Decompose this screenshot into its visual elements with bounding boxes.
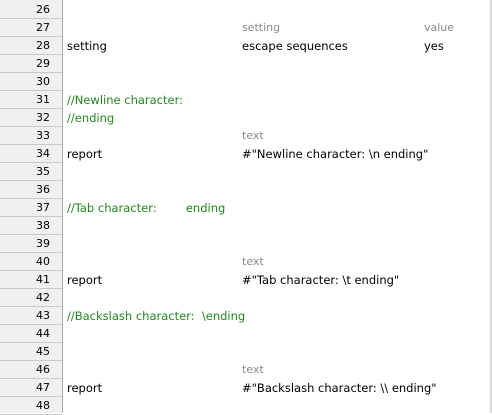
code-line[interactable]: text [63, 361, 492, 379]
argument-value[interactable]: #"Tab character: \t ending" [242, 273, 400, 287]
gutter-separator [0, 306, 62, 307]
line-number: 44 [36, 327, 50, 340]
code-line[interactable]: report #"Newline character: \n ending" [63, 145, 492, 163]
gutter-separator [0, 144, 62, 145]
argument-value[interactable]: yes [424, 39, 444, 53]
gutter-separator [0, 234, 62, 235]
gutter-separator [0, 288, 62, 289]
argument-value[interactable]: #"Newline character: \n ending" [242, 147, 429, 161]
gutter-separator [0, 162, 62, 163]
editor-right-edge [490, 0, 492, 413]
code-line[interactable]: //Newline character: [63, 91, 492, 109]
code-line[interactable]: text [63, 253, 492, 271]
line-number: 43 [36, 309, 50, 322]
code-line[interactable]: text [63, 127, 492, 145]
command-keyword[interactable]: report [67, 147, 103, 161]
code-line[interactable] [63, 217, 492, 235]
line-number: 38 [36, 219, 50, 232]
argument-value[interactable]: escape sequences [242, 39, 348, 53]
code-line[interactable] [63, 343, 492, 361]
line-number: 36 [36, 183, 50, 196]
gutter-separator [0, 270, 62, 271]
argument-value[interactable]: #"Backslash character: \\ ending" [242, 381, 437, 395]
gutter-separator [0, 324, 62, 325]
code-line[interactable]: //Tab character: ending [63, 199, 492, 217]
gutter-separator [0, 378, 62, 379]
parameter-hint: setting [242, 21, 281, 34]
gutter-separator [0, 216, 62, 217]
parameter-hint: text [242, 255, 264, 268]
line-number: 34 [36, 147, 50, 160]
command-keyword[interactable]: report [67, 381, 103, 395]
line-number: 27 [36, 21, 50, 34]
line-number: 42 [36, 291, 50, 304]
comment-text[interactable]: //Tab character: ending [67, 201, 226, 215]
parameter-hint: text [242, 363, 264, 376]
line-number: 35 [36, 165, 50, 178]
gutter-separator [0, 342, 62, 343]
parameter-hint: text [242, 129, 264, 142]
line-number: 46 [36, 363, 50, 376]
code-line[interactable]: //ending [63, 109, 492, 127]
line-number: 39 [36, 237, 50, 250]
line-number: 40 [36, 255, 50, 268]
code-line[interactable]: setting escape sequences yes [63, 37, 492, 55]
code-line[interactable] [63, 325, 492, 343]
code-line[interactable] [63, 235, 492, 253]
gutter-separator [0, 90, 62, 91]
code-line[interactable] [63, 181, 492, 199]
gutter-separator [0, 126, 62, 127]
line-number: 48 [36, 399, 50, 412]
command-keyword[interactable]: report [67, 273, 103, 287]
line-number: 41 [36, 273, 50, 286]
line-number: 29 [36, 57, 50, 70]
code-line[interactable] [63, 289, 492, 307]
line-number: 32 [36, 111, 50, 124]
code-line[interactable]: setting value [63, 19, 492, 37]
gutter-separator [0, 72, 62, 73]
gutter-separator [0, 396, 62, 397]
code-line[interactable] [63, 1, 492, 19]
line-number: 31 [36, 93, 50, 106]
line-number: 45 [36, 345, 50, 358]
gutter-separator [0, 252, 62, 253]
line-number-gutter: 26 27 28 29 30 31 32 33 34 35 36 37 38 39 40 41 42 43 44 45… [0, 0, 63, 415]
line-number: 47 [36, 381, 50, 394]
line-number: 33 [36, 129, 50, 142]
comment-text[interactable]: //ending [67, 111, 115, 125]
line-number: 28 [36, 39, 50, 52]
comment-text[interactable]: //Backslash character: \ending [67, 309, 246, 323]
line-number: 37 [36, 201, 50, 214]
gutter-separator [0, 54, 62, 55]
gutter-separator [0, 180, 62, 181]
line-number: 30 [36, 75, 50, 88]
gutter-separator [0, 18, 62, 19]
code-line[interactable] [63, 73, 492, 91]
parameter-hint: value [424, 21, 455, 34]
code-line[interactable] [63, 397, 492, 415]
comment-text[interactable]: //Newline character: [67, 93, 183, 107]
code-line[interactable]: //Backslash character: \ending [63, 307, 492, 325]
code-line[interactable]: report #"Backslash character: \\ ending" [63, 379, 492, 397]
gutter-separator [0, 198, 62, 199]
gutter-separator [0, 36, 62, 37]
command-keyword[interactable]: setting [67, 39, 107, 53]
code-line[interactable] [63, 55, 492, 73]
code-line[interactable]: report #"Tab character: \t ending" [63, 271, 492, 289]
gutter-separator [0, 360, 62, 361]
gutter-separator [0, 108, 62, 109]
line-number: 26 [36, 3, 50, 16]
code-line[interactable] [63, 163, 492, 181]
